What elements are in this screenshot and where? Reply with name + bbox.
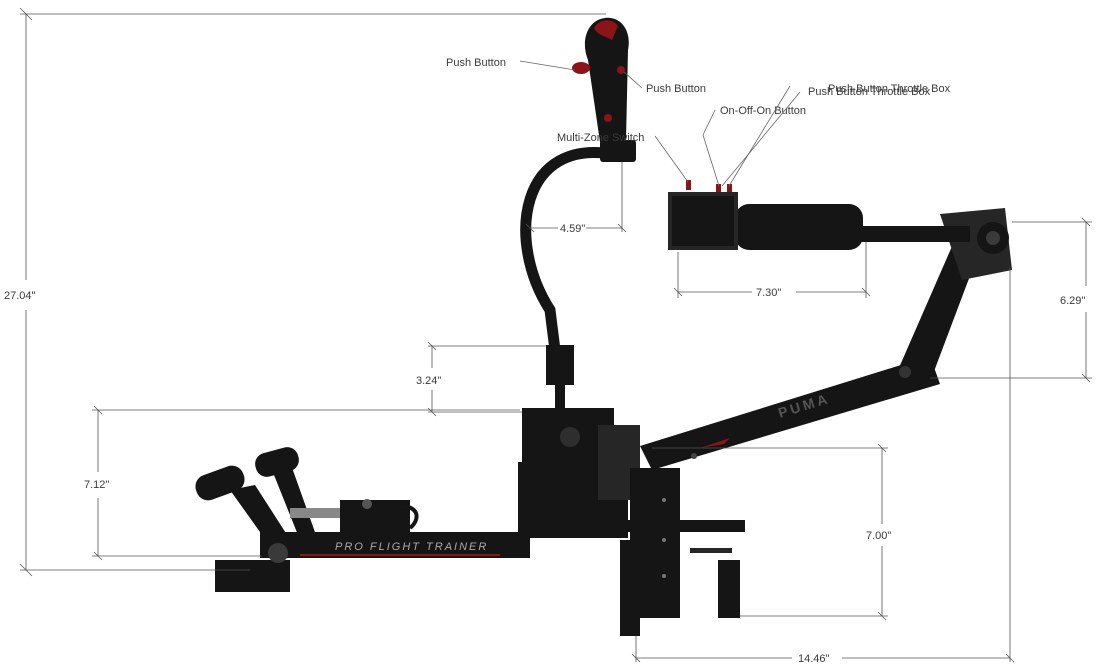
callouts: Push Button Push Button On-Off-On Button… bbox=[446, 57, 951, 187]
throttle-arm: PUMA bbox=[640, 208, 1012, 470]
throttle-length-dimension: 7.30" bbox=[756, 287, 781, 299]
grip-trigger bbox=[572, 62, 590, 74]
callout-on-off-on-button: On-Off-On Button bbox=[720, 105, 806, 117]
rudder-pedals bbox=[195, 447, 419, 563]
gooseneck-tube bbox=[520, 147, 619, 351]
dimension-lines: 27.04" 4.59" 7.30" 6.29" 3.24" bbox=[4, 7, 1092, 665]
callout-throttle-box-button-b: Push Button Throttle Box bbox=[828, 83, 951, 95]
callout-throttle-box-button-a: Push Button Throttle Box bbox=[808, 86, 931, 98]
overall-height-dimension: 27.04" bbox=[4, 290, 36, 302]
multi-zone-switch bbox=[686, 180, 691, 190]
stick-clamp bbox=[546, 345, 574, 385]
throttle-assembly bbox=[668, 180, 970, 250]
base-rail: PRO FLIGHT TRAINER bbox=[215, 532, 530, 592]
callout-push-button-side: Push Button bbox=[646, 83, 706, 95]
pedal-height-dimension: 7.12" bbox=[84, 479, 109, 491]
stick-column-dimension: 3.24" bbox=[416, 375, 441, 387]
on-off-on-button bbox=[716, 184, 721, 192]
base-height-dimension: 7.00" bbox=[866, 530, 891, 542]
callout-multi-zone-switch: Multi-Zone Switch bbox=[557, 132, 644, 144]
throttle-box-button bbox=[727, 184, 732, 192]
base-width-dimension: 14.46" bbox=[798, 653, 830, 665]
rail-brand-label: PRO FLIGHT TRAINER bbox=[335, 541, 488, 553]
flight-trainer-device: PUMA bbox=[195, 17, 1012, 636]
callout-push-button-trigger: Push Button bbox=[446, 57, 506, 69]
throttle-arm-height-dimension: 6.29" bbox=[1060, 295, 1085, 307]
center-column bbox=[518, 408, 745, 636]
grip-offset-dimension: 4.59" bbox=[560, 223, 585, 235]
joystick-grip bbox=[572, 17, 636, 162]
